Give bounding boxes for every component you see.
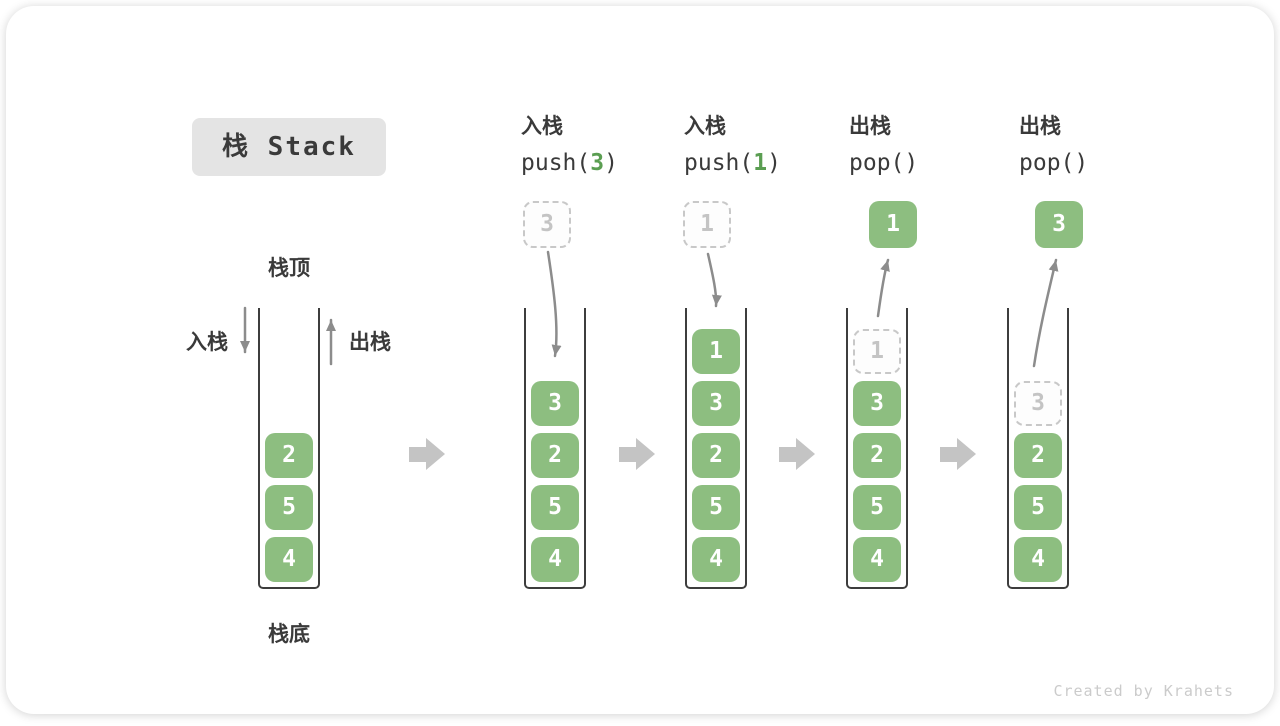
stack-cell: 1 [692, 329, 740, 374]
arrows-overlay [240, 250, 1059, 470]
operation-code-suffix: ) [767, 150, 781, 176]
stack-top-label: 栈顶 [268, 257, 310, 280]
popped-value-box: 1 [869, 201, 917, 248]
stack-cell: 2 [531, 433, 579, 478]
stack-cell: 2 [853, 433, 901, 478]
stack-cell: 4 [265, 537, 313, 582]
operation-code-suffix: ) [1074, 150, 1089, 176]
operation-name: 入栈 [684, 115, 726, 138]
base-stack-container: 2 5 4 [258, 308, 320, 589]
stack-cell: 3 [531, 381, 579, 426]
stack-cell: 5 [265, 485, 313, 530]
popped-value-box: 3 [1035, 201, 1083, 248]
operation-code-prefix: pop( [1019, 150, 1075, 176]
step-arrow-2-icon [619, 438, 655, 470]
stack-cell-ghost: 3 [1014, 381, 1062, 426]
step-arrow-1-icon [409, 438, 445, 470]
operation-code: push(3) [521, 150, 618, 176]
push-direction-label: 入栈 [186, 331, 228, 354]
step-arrow-4-icon [940, 438, 976, 470]
operation-name: 出栈 [849, 115, 891, 138]
diagram-title-text: 栈 Stack [222, 132, 356, 162]
stack-cell: 5 [853, 485, 901, 530]
stack-cell: 4 [1014, 537, 1062, 582]
operation-name: 出栈 [1019, 115, 1061, 138]
stack-cell: 4 [692, 537, 740, 582]
credit-text: Created by Krahets [1053, 682, 1234, 700]
stack-container-1: 3 2 5 4 [524, 308, 586, 589]
operation-code-arg: 3 [590, 150, 605, 176]
operation-label-4: 出栈 pop() [1019, 110, 1088, 176]
pushed-value-box: 1 [683, 201, 731, 248]
operation-label-3: 出栈 pop() [849, 110, 918, 176]
stack-cell: 2 [265, 433, 313, 478]
stack-cell: 5 [531, 485, 579, 530]
operation-code-prefix: push( [684, 150, 754, 176]
stack-cell: 2 [692, 433, 740, 478]
stack-cell: 5 [692, 485, 740, 530]
stack-cell: 2 [1014, 433, 1062, 478]
diagram-title-box: 栈 Stack [192, 118, 386, 176]
operation-code: pop() [1019, 150, 1088, 176]
stack-cell: 4 [531, 537, 579, 582]
stack-container-4: 3 2 5 4 [1007, 308, 1069, 589]
pushed-value-box: 3 [523, 201, 571, 248]
stack-cell: 4 [853, 537, 901, 582]
stack-cell: 3 [853, 381, 901, 426]
stack-bottom-label: 栈底 [268, 623, 310, 646]
operation-name: 入栈 [521, 115, 563, 138]
operation-code-arg: 1 [753, 150, 768, 176]
operation-code: push(1) [684, 150, 781, 176]
operation-code-suffix: ) [904, 150, 919, 176]
operation-code-prefix: push( [521, 150, 591, 176]
stack-cell-ghost: 1 [853, 329, 901, 374]
step-arrow-3-icon [779, 438, 815, 470]
stack-cell: 3 [692, 381, 740, 426]
operation-label-2: 入栈 push(1) [684, 110, 781, 176]
push-1-curved-arrow-icon [706, 252, 722, 308]
stack-container-2: 1 3 2 5 4 [685, 308, 747, 589]
operation-code-prefix: pop( [849, 150, 905, 176]
operation-code-suffix: ) [604, 150, 618, 176]
stack-container-3: 1 3 2 5 4 [846, 308, 908, 589]
operation-label-1: 入栈 push(3) [521, 110, 618, 176]
pop-direction-label: 出栈 [349, 331, 391, 354]
stack-cell: 5 [1014, 485, 1062, 530]
operation-code: pop() [849, 150, 918, 176]
